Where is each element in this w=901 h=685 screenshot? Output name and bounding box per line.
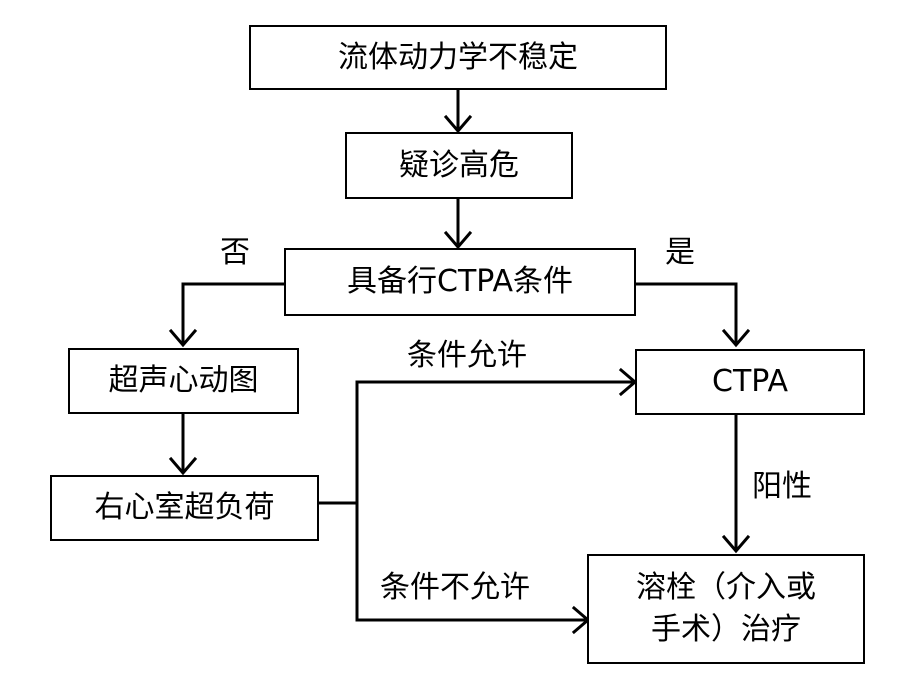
node-ctpa: CTPA [635,349,865,415]
arrow-to-treatment-not-allowed [355,501,586,622]
node-thrombolysis-treatment: 溶栓（介入或 手术）治疗 [587,554,865,664]
node-rv-overload: 右心室超负荷 [50,475,319,541]
arrow-condition-to-echo [181,282,287,343]
node-suspected-high-risk: 疑诊高危 [345,132,573,199]
node-hemodynamic-instability: 流体动力学不稳定 [249,25,667,90]
node-echocardiogram: 超声心动图 [68,348,299,414]
edge-label-no: 否 [220,235,250,270]
edge-label-condition-not-allowed: 条件不允许 [380,570,530,605]
arrow-condition-to-ctpa [633,282,738,343]
edge-label-positive: 阳性 [752,469,812,504]
node-ctpa-condition: 具备行CTPA条件 [284,248,636,316]
edge-label-yes: 是 [665,235,695,270]
arrow-to-ctpa-allowed [355,380,633,505]
edge-label-condition-allowed: 条件允许 [407,338,527,373]
